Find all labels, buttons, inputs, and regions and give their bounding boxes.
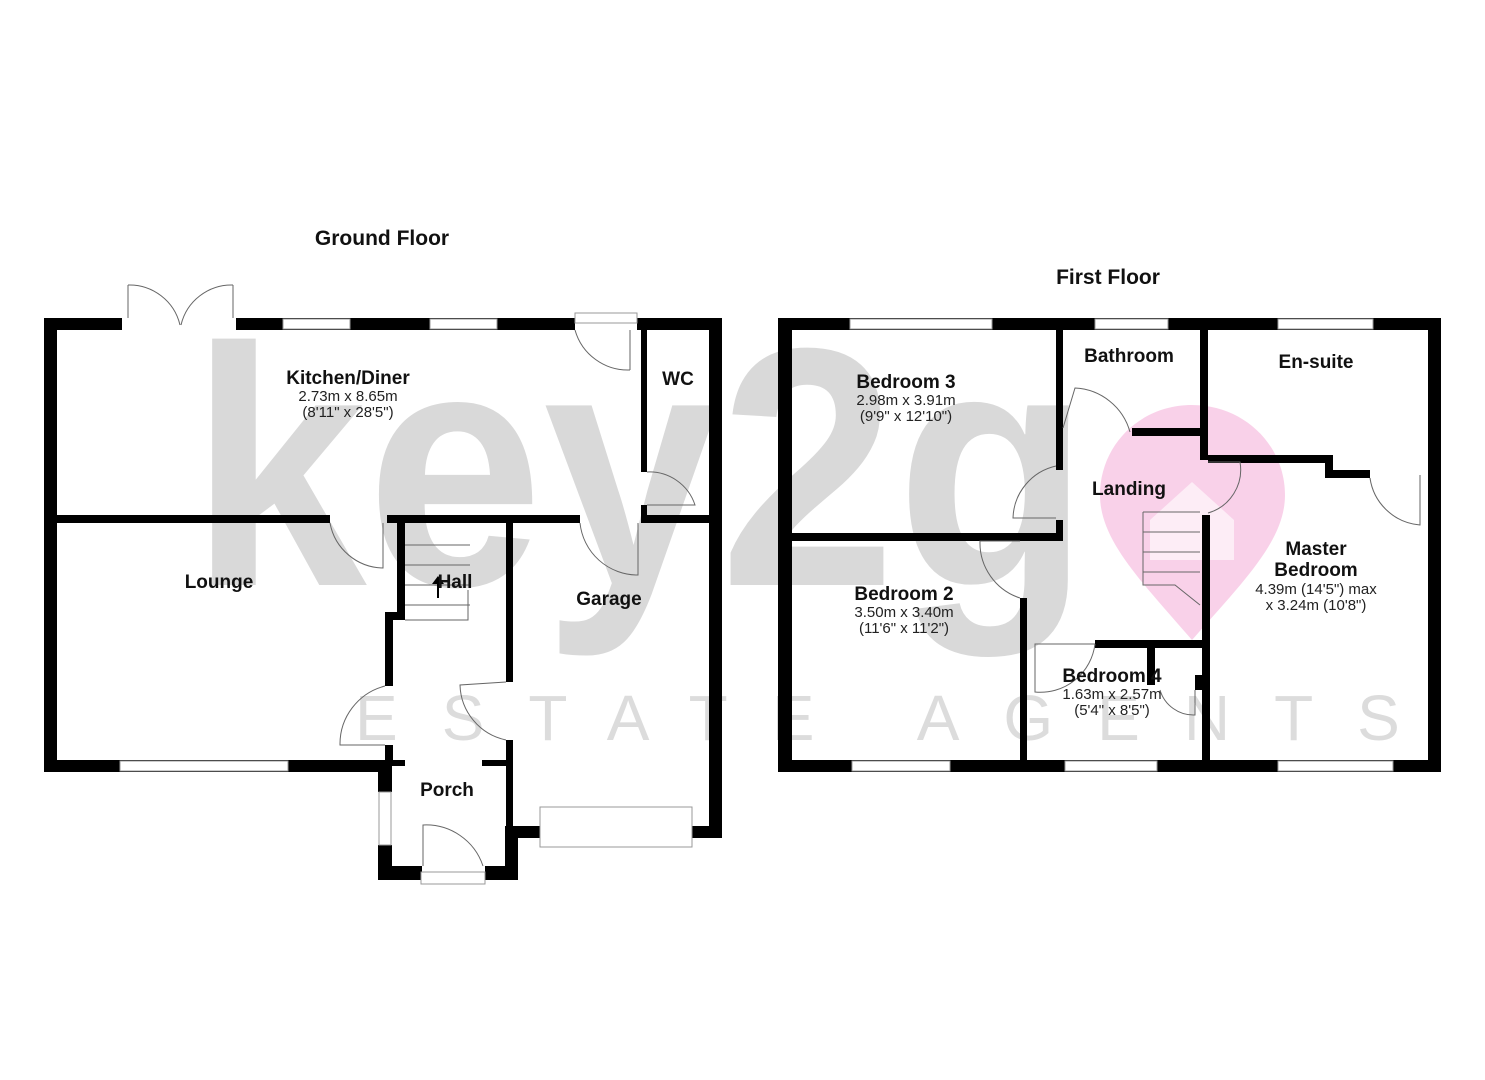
ensuite-door — [1369, 475, 1421, 526]
watermark-tagline: ESTATE AGENTS — [355, 682, 1444, 754]
staircase — [1142, 511, 1201, 606]
room-label: Bedroom 4 — [1062, 666, 1162, 687]
ground-floor-plan: Ground Floor — [44, 227, 722, 885]
bedroom3-door — [1012, 465, 1057, 519]
garage-door — [539, 806, 693, 848]
window — [849, 318, 993, 330]
room-dimensions-imperial: (9'9" x 12'10") — [860, 408, 952, 425]
bathroom-door — [1062, 387, 1131, 433]
room-dimensions-metric: 4.39m (14'5") max — [1255, 581, 1377, 598]
first-floor-plan: First Floor — [778, 266, 1441, 772]
bedroom4-door — [1034, 643, 1096, 693]
room-dimensions-imperial: x 3.24m (10'8") — [1266, 597, 1367, 614]
ground-floor-title: Ground Floor — [315, 227, 449, 250]
back-door — [574, 329, 631, 371]
room-label: Bedroom — [1274, 560, 1357, 581]
cupboard-door — [1159, 689, 1196, 716]
room-label: Kitchen/Diner — [286, 368, 410, 389]
room-label: WC — [662, 369, 694, 390]
room-label: Bedroom 3 — [856, 372, 955, 393]
room-label: Porch — [420, 780, 474, 801]
window — [119, 760, 289, 772]
room-dimensions-metric: 3.50m x 3.40m — [854, 604, 953, 621]
bedroom2-door — [979, 540, 1021, 599]
room-dimensions-metric: 1.63m x 2.57m — [1062, 686, 1161, 703]
room-label: Lounge — [185, 572, 254, 593]
room-dimensions-imperial: (8'11" x 28'5") — [302, 404, 393, 421]
room-label: Bedroom 2 — [854, 584, 953, 605]
room-dimensions-imperial: (5'4" x 8'5") — [1074, 702, 1150, 719]
room-dimensions-imperial: (11'6" x 11'2") — [859, 620, 949, 637]
room-label: En-suite — [1279, 352, 1354, 373]
room-label: Garage — [576, 589, 641, 610]
room-label: Hall — [438, 572, 473, 593]
window — [1277, 318, 1374, 330]
ground-floor-windows — [119, 312, 693, 885]
watermark-house-icon — [1150, 482, 1234, 560]
lounge-door — [329, 522, 384, 569]
room-label: Bathroom — [1084, 346, 1174, 367]
wc-door — [646, 471, 696, 506]
window — [1094, 318, 1169, 330]
window — [1277, 760, 1394, 772]
ground-floor-doors — [127, 284, 696, 867]
window — [1064, 760, 1158, 772]
french-door-left — [127, 284, 181, 326]
front-door-frame — [420, 871, 486, 885]
room-label: Landing — [1092, 479, 1166, 500]
lounge-hall-door — [339, 685, 386, 746]
first-floor-windows — [849, 318, 1394, 772]
french-door-right — [180, 284, 234, 326]
front-door — [422, 824, 484, 867]
garage-kitchen-door — [579, 522, 639, 576]
back-door-frame — [574, 312, 638, 324]
window — [851, 760, 951, 772]
room-label: Master — [1285, 539, 1347, 560]
master-bedroom-door — [1207, 461, 1242, 514]
stairs-up-arrow-icon — [432, 576, 444, 598]
room-dimensions-metric: 2.98m x 3.91m — [856, 392, 955, 409]
window — [282, 318, 351, 330]
window — [378, 791, 392, 846]
watermark-key2g: key2g — [190, 278, 1090, 659]
watermark-logo: key2g ESTATE AGENTS — [190, 278, 1444, 754]
first-floor-title: First Floor — [1056, 266, 1160, 289]
window — [429, 318, 498, 330]
room-dimensions-metric: 2.73m x 8.65m — [298, 388, 397, 405]
first-floor-doors — [979, 387, 1421, 716]
garage-hall-door — [459, 681, 507, 741]
